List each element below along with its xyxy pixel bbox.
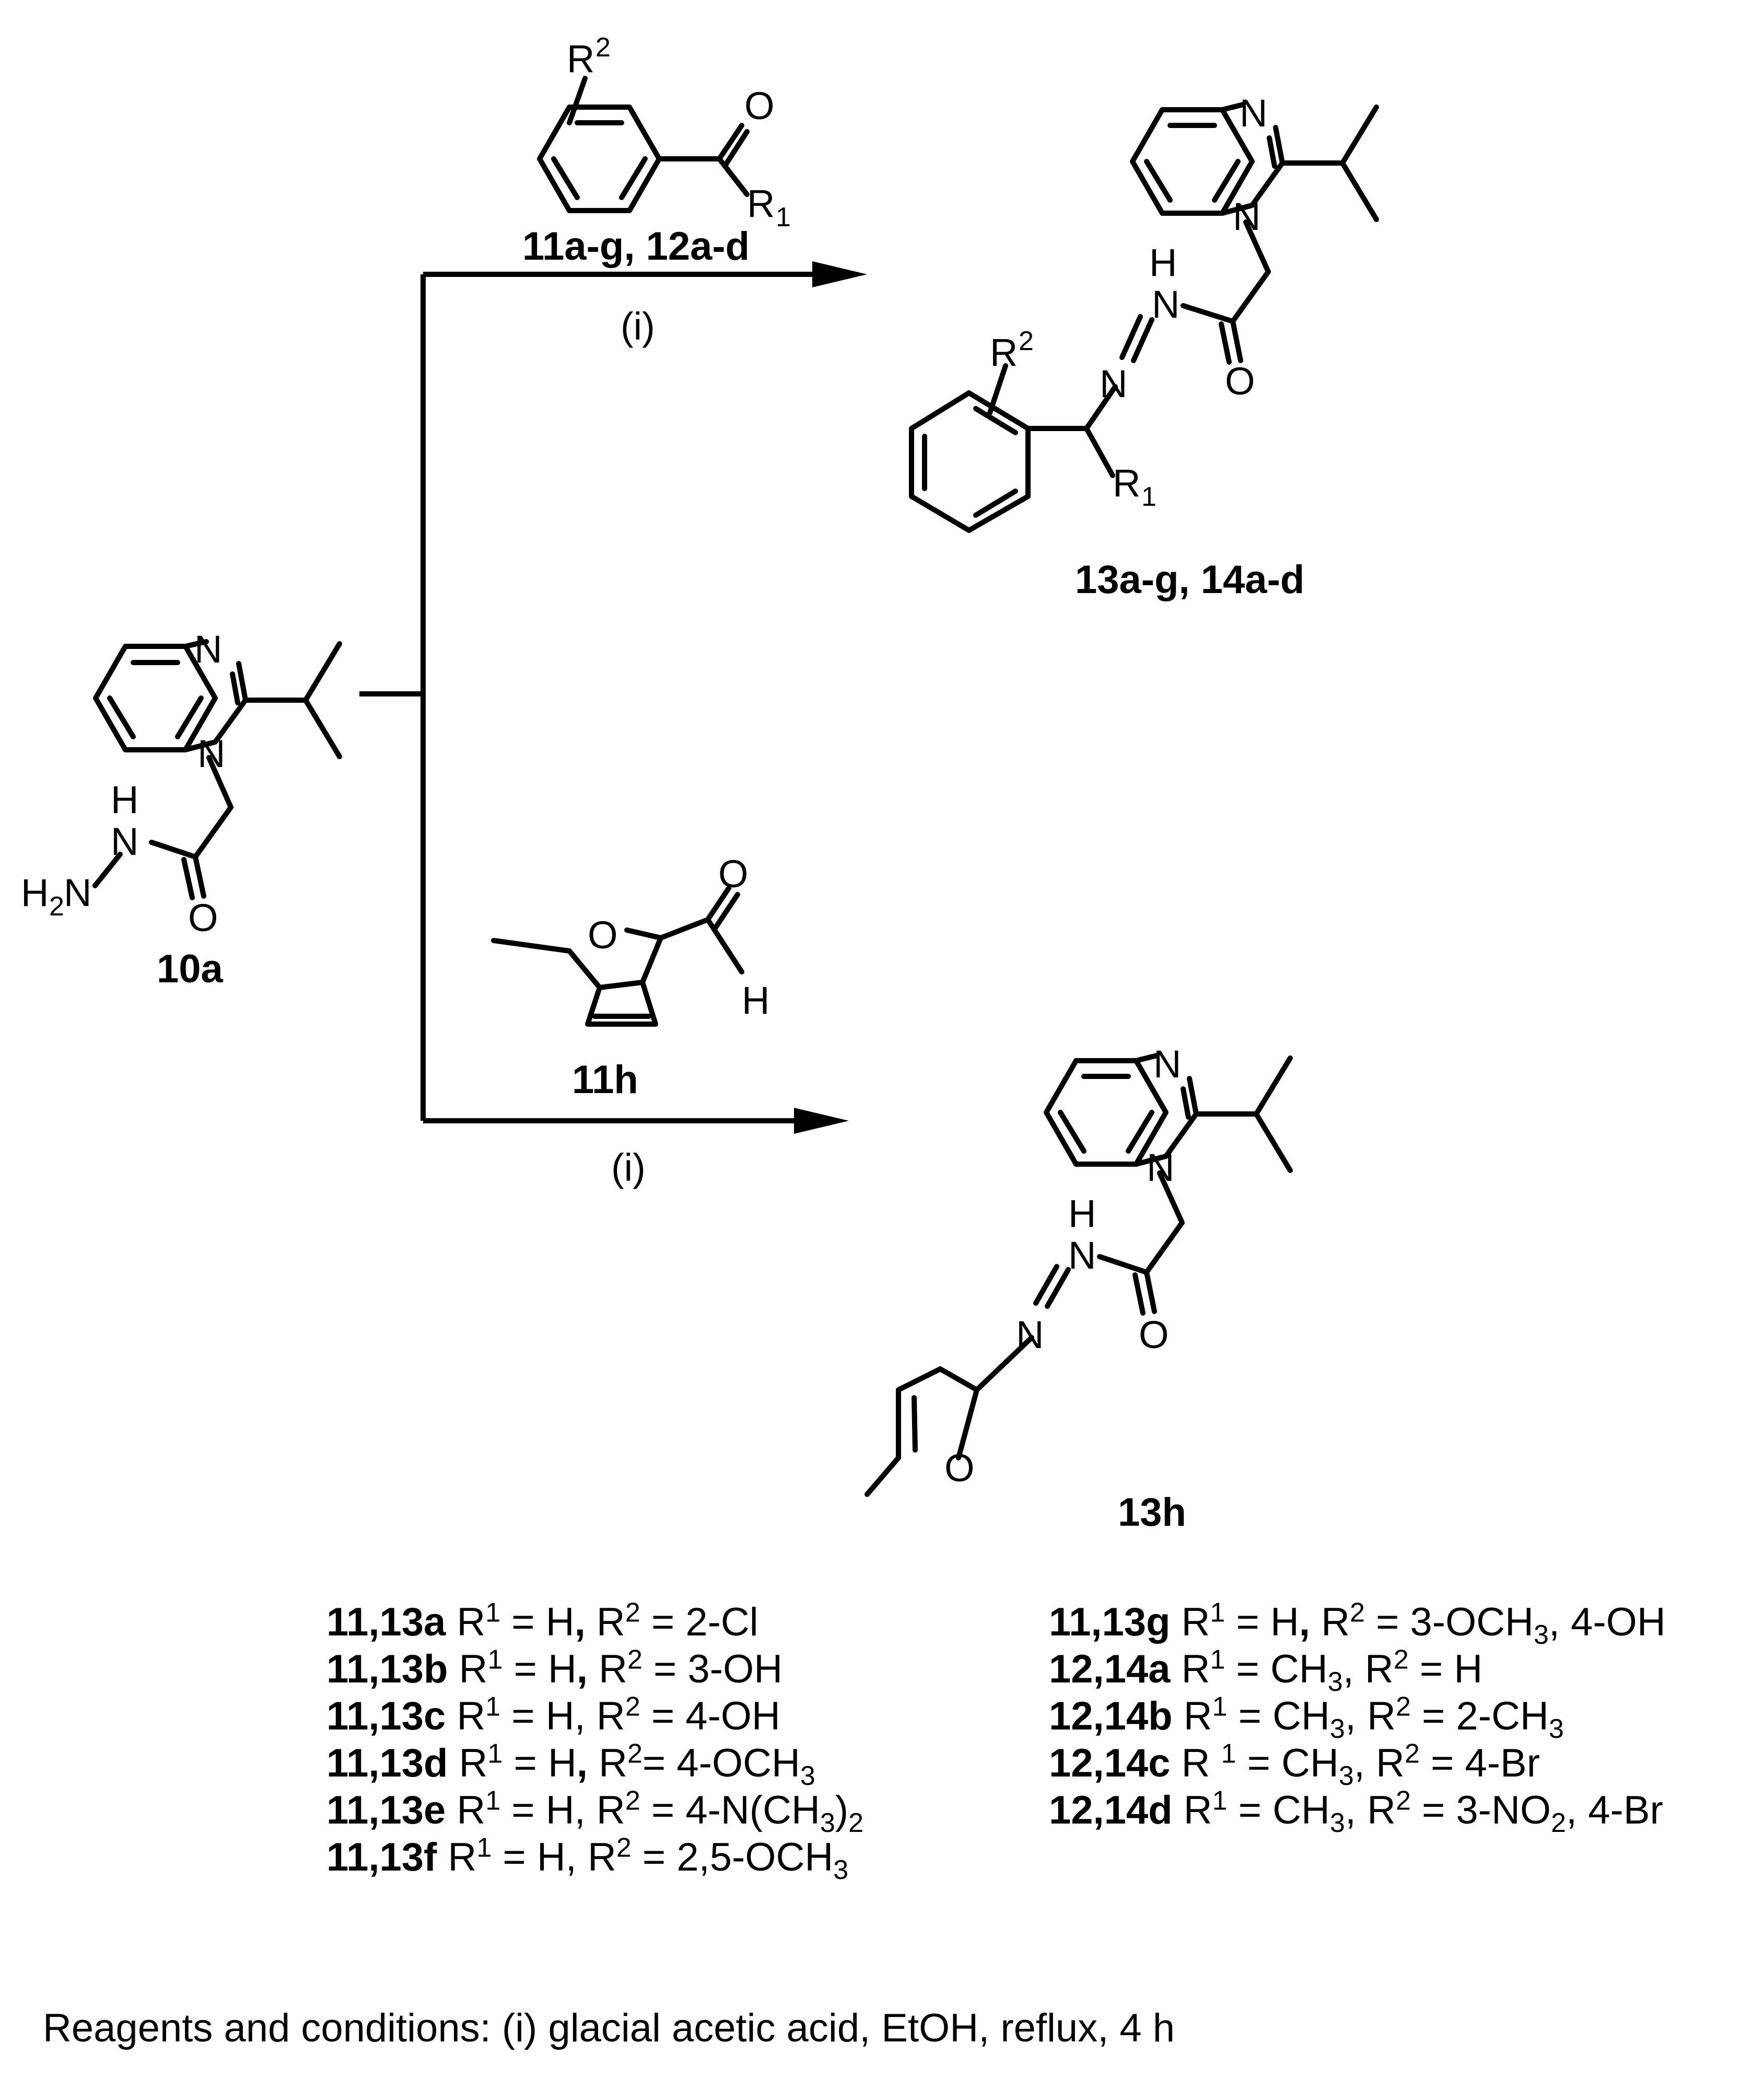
atom-r1: R	[747, 182, 775, 225]
atom-n-ring: N	[194, 628, 222, 671]
atom-r1: R	[1113, 461, 1140, 505]
compound-label-11a-g-12a-d: 11a-g, 12a-d	[522, 224, 750, 269]
atom-n-imine: N	[1100, 362, 1127, 405]
atom-o: O	[744, 84, 775, 127]
legend-compound-id: 12,14d	[1049, 1788, 1173, 1832]
atom-r1-subscript: 1	[776, 202, 791, 233]
legend-compound-id: 12,14b	[1049, 1694, 1173, 1738]
arrowhead-top	[812, 261, 867, 287]
legend-entry-11-13d: 11,13d R1 = H, R2= 4-OCH3	[326, 1738, 815, 1792]
legend-compound-id: 11,13a	[326, 1600, 446, 1644]
legend-entry-12-14c: 12,14c R 1 = CH3, R2 = 4-Br	[1049, 1738, 1540, 1792]
atom-h2n-h: H	[21, 871, 49, 914]
atom-o-furan: O	[944, 1446, 975, 1490]
condition-top: (i)	[621, 305, 655, 348]
legend-entry-11-13c: 11,13c R1 = H, R2 = 4-OH	[326, 1691, 780, 1738]
atom-o-aldehyde: O	[718, 852, 749, 896]
legend-compound-id: 12,14a	[1049, 1647, 1171, 1691]
atom-h-aldehyde: H	[742, 979, 769, 1022]
legend-compound-id: 11,13c	[326, 1694, 446, 1738]
atom-nh-n: N	[1152, 283, 1179, 326]
atom-n-imine: N	[1016, 1313, 1044, 1356]
legend-entry-11-13f: 11,13f R1 = H, R2 = 2,5-OCH3	[326, 1832, 849, 1886]
legend-compound-id: 11,13d	[326, 1741, 448, 1785]
atom-n1: N	[197, 732, 225, 775]
atom-o-carbonyl: O	[1139, 1313, 1169, 1356]
starting-material-10a: N N H N H 2 N O 10a	[21, 628, 342, 991]
compound-label-13h: 13h	[1118, 1490, 1186, 1535]
compound-label-13a-g-14a-d: 13a-g, 14a-d	[1075, 558, 1304, 602]
legend-compound-id: 12,14c	[1049, 1741, 1171, 1785]
legend-entry-11-13g: 11,13g R1 = H, R2 = 3-OCH3, 4-OH	[1049, 1597, 1666, 1651]
legend-entry-11-13b: 11,13b R1 = H, R2 = 3-OH	[326, 1644, 783, 1691]
legend-entry-12-14a: 12,14a R1 = CH3, R2 = H	[1049, 1644, 1483, 1698]
atom-r2-superscript: 2	[1019, 326, 1034, 356]
product-13a-g-14a-d: N N H N N O R 2 R 1 13a-g, 14a-d	[909, 91, 1379, 602]
compound-label-10a: 10a	[157, 947, 224, 991]
product-13h: N N H N N O O 13h	[865, 1042, 1293, 1535]
legend-compound-id: 11,13g	[1049, 1600, 1171, 1644]
atom-h: H	[1149, 241, 1177, 284]
atom-o-carbonyl: O	[1225, 359, 1255, 403]
arrowhead-bottom	[794, 1108, 849, 1134]
legend-compound-id: 11,13b	[326, 1647, 448, 1691]
atom-n-hydrazide: N	[111, 820, 138, 863]
branch-connector	[359, 274, 426, 1121]
atom-r2: R	[567, 37, 594, 80]
atom-h: H	[1068, 1192, 1096, 1235]
compound-label-11h: 11h	[572, 1058, 638, 1102]
condition-bottom: (i)	[611, 1146, 646, 1189]
atom-h2n-subscript: 2	[49, 891, 64, 922]
atom-n-ring: N	[1153, 1042, 1181, 1086]
reagent-aryl-carbonyl: R 2 O R 1 11a-g, 12a-d	[522, 32, 791, 269]
atom-h2n-n: N	[64, 871, 91, 914]
legend-compound-id: 11,13e	[326, 1788, 446, 1832]
atom-o-ring: O	[588, 913, 618, 957]
atom-n-ring: N	[1240, 91, 1267, 135]
atom-r2: R	[990, 331, 1018, 374]
reaction-arrow-bottom: (i)	[423, 1108, 849, 1189]
atom-n1: N	[1147, 1146, 1174, 1189]
legend-entry-12-14d: 12,14d R1 = CH3, R2 = 3-NO2, 4-Br	[1049, 1785, 1663, 1839]
atom-n1: N	[1233, 195, 1260, 238]
reaction-conditions-footnote: Reagents and conditions: (i) glacial ace…	[43, 2006, 1175, 2050]
atom-nh-n: N	[1068, 1234, 1096, 1277]
atom-r2-superscript: 2	[595, 32, 611, 63]
legend-entry-12-14b: 12,14b R1 = CH3, R2 = 2-CH3	[1049, 1691, 1564, 1745]
legend-entry-11-13a: 11,13a R1 = H, R2 = 2-Cl	[326, 1597, 758, 1644]
atom-h-hydrazide: H	[111, 778, 138, 821]
legend-entry-11-13e: 11,13e R1 = H, R2 = 4-N(CH3)2	[326, 1785, 864, 1839]
reagent-methylfurfural-11h: O O H 11h	[491, 852, 769, 1102]
atom-r1-subscript: 1	[1141, 482, 1156, 512]
legend-compound-id: 11,13f	[326, 1835, 437, 1879]
atom-o-carbonyl: O	[188, 896, 218, 939]
reaction-arrow-top: (i)	[423, 261, 867, 348]
